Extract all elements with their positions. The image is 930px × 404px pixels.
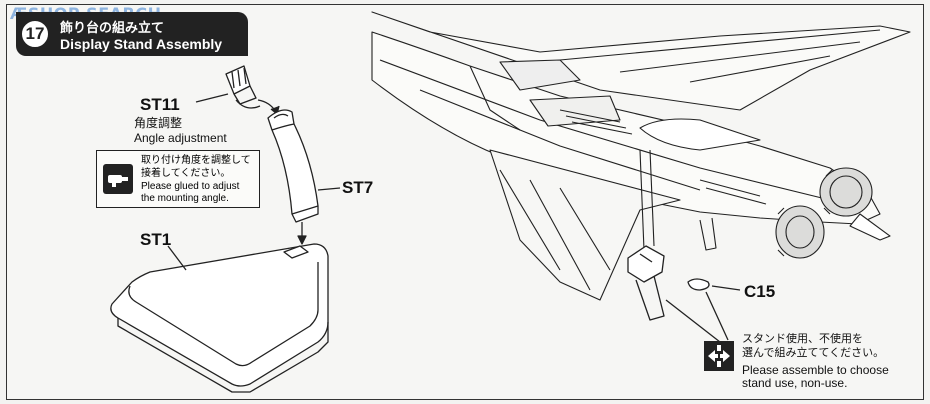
step-title-en: Display Stand Assembly — [60, 36, 223, 52]
part-label-st1: ST1 — [140, 230, 172, 249]
glue-note-en: Please glued to adjust the mounting angl… — [141, 181, 239, 205]
part-st11-drawing — [225, 65, 261, 109]
glue-note-box: 取り付け角度を調整して 接着してください。 Please glued to ad… — [96, 150, 260, 208]
choose-note-en-line2: stand use, non-use. — [742, 376, 848, 390]
angle-note-en: Angle adjustment — [134, 131, 227, 145]
part-label-c15: C15 — [744, 282, 776, 301]
glue-note-en-line2: the mounting angle. — [141, 193, 229, 204]
part-st7-drawing — [267, 109, 319, 223]
glue-note-jp: 取り付け角度を調整して 接着してください。 — [141, 154, 251, 180]
choose-note-jp-line2: 選んで組み立ててください。 — [742, 346, 885, 359]
choose-note-en-line1: Please assemble to choose — [742, 363, 889, 377]
angle-note-jp: 角度調整 — [134, 116, 183, 130]
glue-note-en-line1: Please glued to adjust — [141, 181, 240, 192]
glue-note-jp-line2: 接着してください。 — [141, 168, 231, 179]
choose-note-jp-line1: スタンド使用、不使用を — [742, 332, 863, 345]
choose-note-en: Please assemble to choose stand use, non… — [742, 364, 889, 390]
stand-mount-drawing — [627, 245, 665, 321]
glue-note-jp-line1: 取り付け角度を調整して — [141, 155, 251, 166]
aircraft-drawing — [371, 11, 911, 301]
step-header: 17 飾り台の組み立て Display Stand Assembly — [16, 12, 248, 56]
step-number: 17 — [20, 19, 50, 49]
part-label-st11: ST11 — [140, 95, 180, 114]
step-title-jp: 飾り台の組み立て — [60, 21, 165, 36]
glue-tube-icon — [103, 164, 133, 194]
choose-option-icon — [704, 341, 734, 371]
part-c15-drawing — [687, 278, 710, 291]
part-label-st7: ST7 — [342, 178, 374, 197]
choose-note-jp: スタンド使用、不使用を 選んで組み立ててください。 — [742, 332, 884, 360]
part-st1-drawing — [110, 243, 329, 393]
